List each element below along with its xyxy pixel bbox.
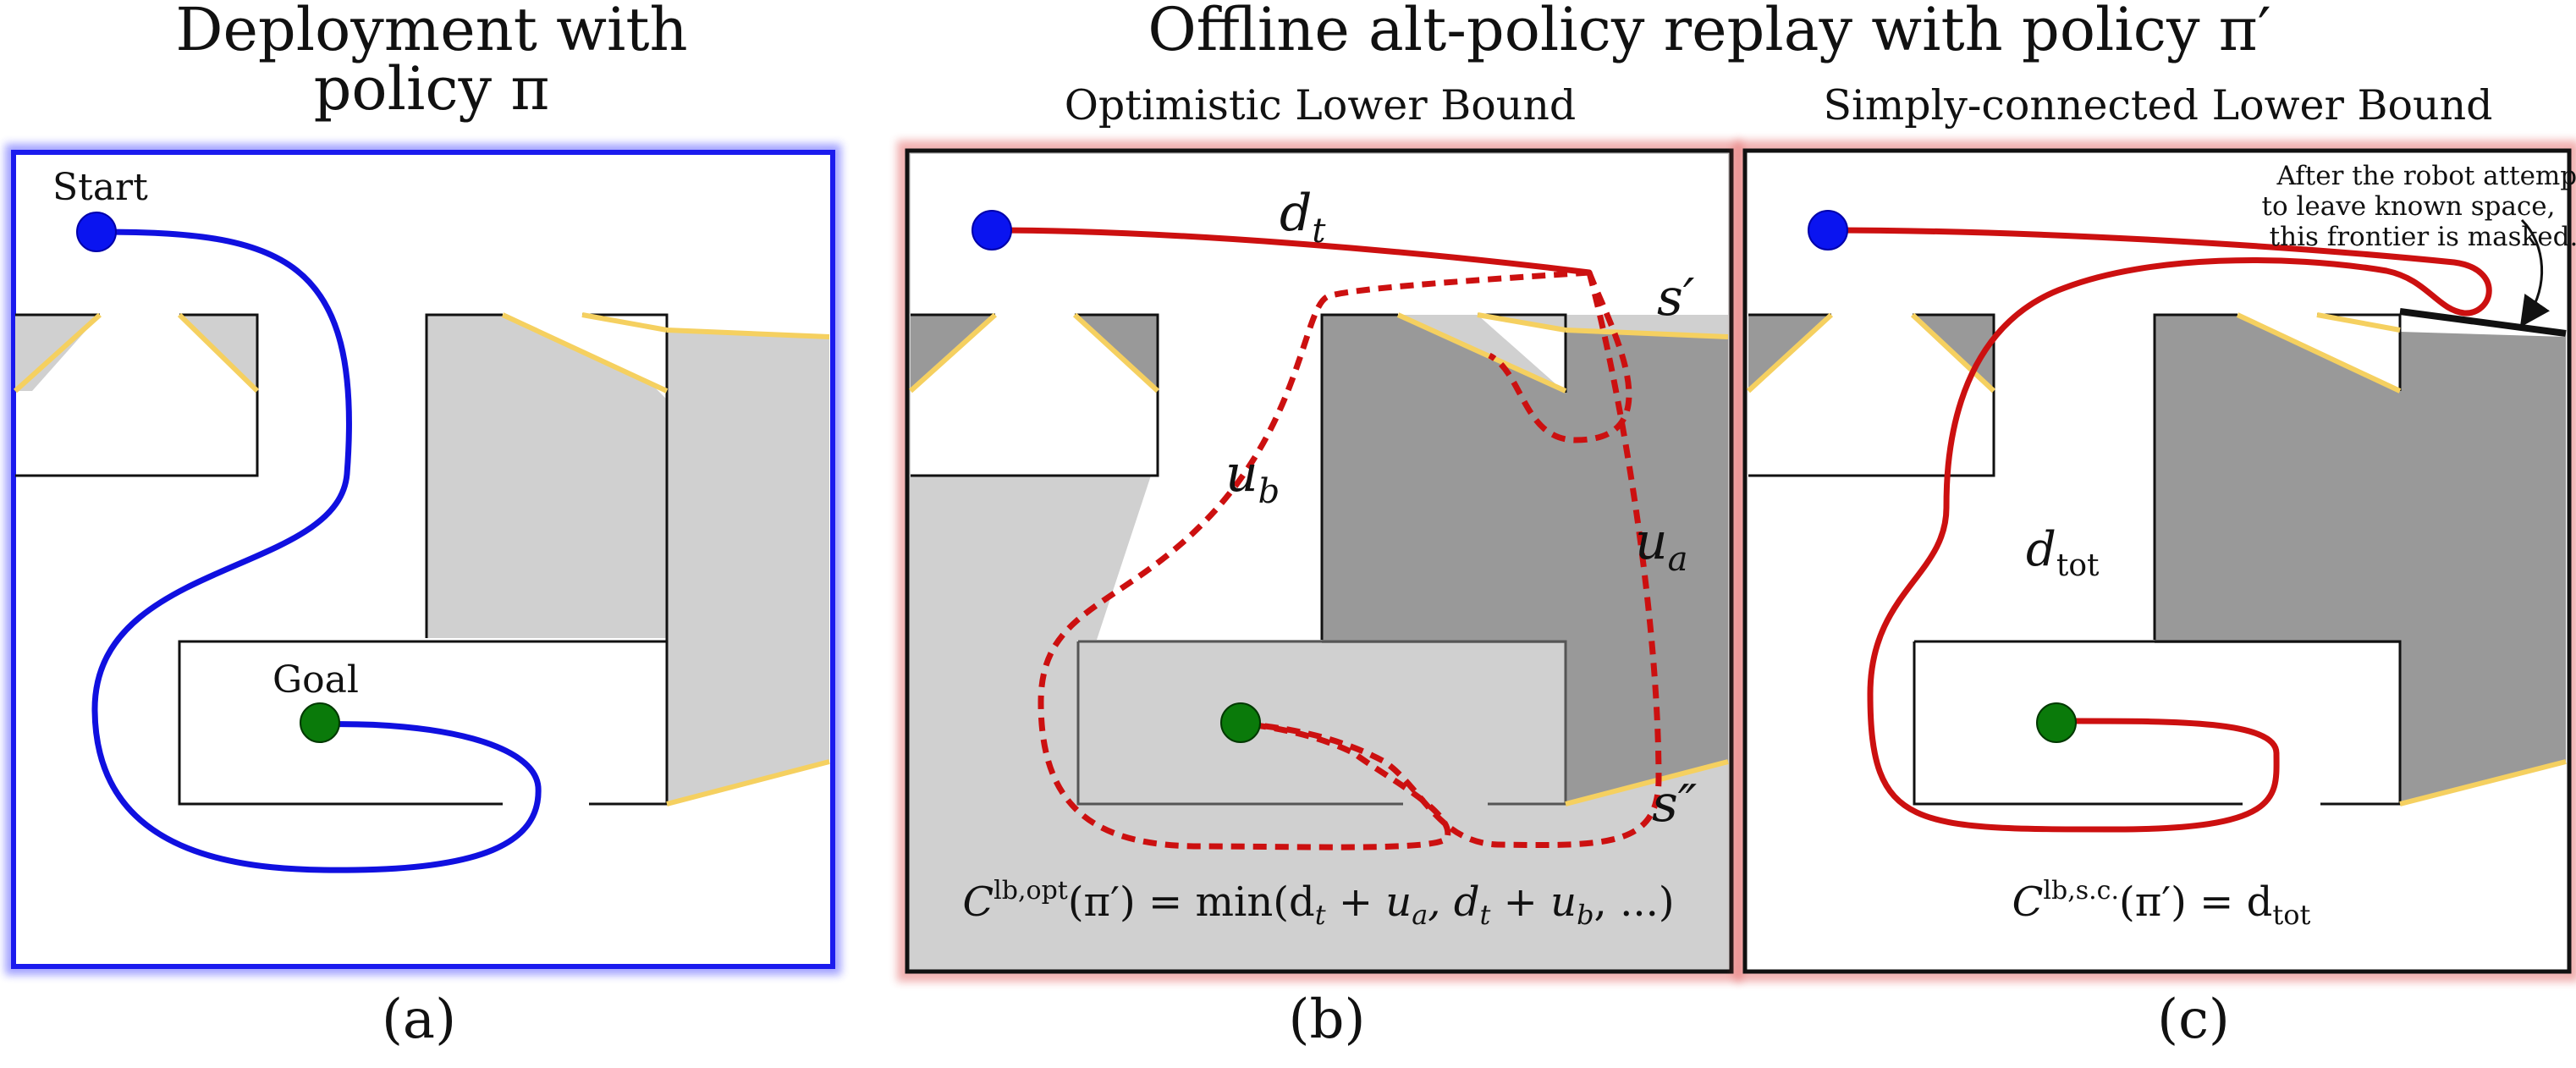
annotation-line2: to leave known space, — [2262, 191, 2556, 222]
wall — [1320, 313, 1567, 640]
panel-a-title: Deployment with policy π — [34, 0, 829, 118]
label-s-double-prime: s″ — [1652, 774, 1698, 834]
panel-c-subtitle: Simply-connected Lower Bound — [1823, 81, 2493, 129]
goal-marker — [2036, 702, 2077, 743]
start-marker — [972, 210, 1012, 250]
goal-marker — [1220, 702, 1261, 743]
panel-a-title-line2: policy π — [313, 54, 550, 124]
frontier — [1746, 312, 2567, 807]
annotation-line1: After the robot attempts — [2276, 161, 2576, 191]
path-u-b — [1038, 269, 1590, 851]
free-space — [911, 154, 1728, 640]
frontier — [13, 312, 830, 807]
label-d-tot: dtot — [2026, 522, 2100, 583]
wall — [911, 313, 1159, 477]
known-region — [427, 315, 667, 638]
path-u-a — [1248, 271, 1662, 848]
known-region — [667, 330, 829, 804]
panel-a-title-line1: Deployment with — [175, 0, 688, 64]
panels-bc-title: Offline alt-policy replay with policy π′ — [1148, 0, 2271, 64]
wall — [1913, 640, 2402, 806]
panel-b-subtitle: Optimistic Lower Bound — [1064, 81, 1577, 129]
annotation-line3: this frontier is masked. — [2270, 222, 2576, 252]
deployment-path — [91, 228, 542, 873]
label-u-b: ub — [1225, 444, 1280, 511]
wall — [15, 313, 259, 477]
free-space — [2317, 315, 2400, 391]
wall — [1748, 313, 1995, 477]
frontier — [908, 312, 1729, 807]
formula-optimistic: Clb,opt(π′) = min(dt + ua, dt + ub, ...) — [962, 876, 1674, 931]
annotation-arrow — [2519, 218, 2551, 328]
free-space — [1478, 315, 1566, 393]
start-marker — [76, 212, 117, 252]
label-s-prime: s′ — [1657, 268, 1695, 328]
panel-a: Start Goal — [5, 144, 841, 975]
unknown-region — [2155, 315, 2566, 804]
unknown-region — [582, 315, 667, 399]
path-d-t — [988, 227, 1593, 276]
masked-frontier — [2399, 308, 2567, 337]
start-marker — [1808, 210, 1848, 250]
caption-c: (c) — [2157, 988, 2230, 1051]
goal-marker — [300, 702, 340, 743]
goal-label: Goal — [272, 658, 359, 702]
caption-b: (b) — [1288, 988, 1366, 1051]
panel-c-glow — [1735, 140, 2576, 982]
start-label: Start — [52, 166, 148, 209]
caption-a: (a) — [381, 988, 457, 1051]
path-d-tot — [1825, 227, 2492, 833]
panel-b: dt ub ua s′ s″ Clb,opt(π′) = min(dt + ua… — [897, 140, 1742, 982]
wall — [1076, 640, 1567, 806]
label-d-t: dt — [1280, 184, 1326, 250]
formula-simply-connected: Clb,s.c.(π′) = dtot — [2012, 876, 2311, 931]
label-u-a: ua — [1635, 512, 1688, 579]
unknown-region — [1322, 315, 1728, 804]
wall — [178, 313, 669, 806]
panel-c: After the robot attempts to leave known … — [1735, 140, 2576, 982]
